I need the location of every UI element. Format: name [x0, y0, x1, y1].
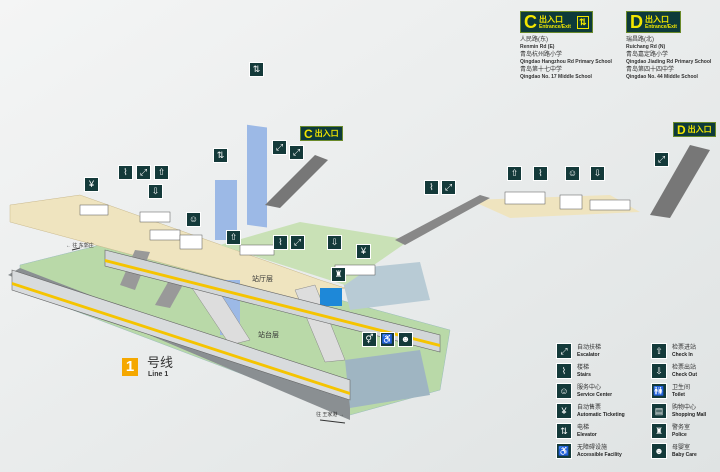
escalator-icon: ⤢: [136, 165, 151, 180]
stairs-icon: ⌇: [556, 363, 572, 379]
legend-label-en: Check Out: [672, 371, 698, 378]
elevator-icon: ⇅: [213, 148, 228, 163]
baby-care-icon: ☻: [651, 443, 667, 459]
legend-label-zh: 母婴室: [672, 444, 691, 451]
police-icon: ♜: [331, 267, 346, 282]
stairs-icon: ⌇: [118, 165, 133, 180]
legend-label-en: Automatic Ticketing: [577, 411, 625, 418]
legend-label-en: Toilet: [672, 391, 685, 398]
check-in-icon: ⇧: [651, 343, 667, 359]
legend-label-en: Escalator: [577, 351, 600, 358]
escalator-icon: ⤢: [441, 180, 456, 195]
service-center-icon: ☺: [186, 212, 201, 227]
concourse-level-label: 站厅层: [252, 276, 273, 283]
escalator: [395, 195, 490, 245]
shopping-mall-icon: ▤: [651, 403, 667, 419]
escalator-icon: ⤢: [556, 343, 572, 359]
legend-label-zh: 自动扶梯: [577, 344, 602, 351]
accessible-icon: ♿: [556, 443, 572, 459]
check-out-icon: ⇩: [327, 235, 342, 250]
check-in-icon: ⇧: [154, 165, 169, 180]
legend-label-en: Check In: [672, 351, 693, 358]
legend-label-zh: 无障碍设施: [577, 444, 608, 451]
legend-label-en: Baby Care: [672, 451, 697, 458]
legend-label-zh: 检票出站: [672, 364, 697, 371]
legend-label-en: Stairs: [577, 371, 591, 378]
elevator-shaft: [247, 124, 267, 228]
escalator-icon: ⤢: [289, 145, 304, 160]
direction-west-label: ← 往 东郭庄: [66, 243, 94, 249]
legend-label-en: Accessible Facility: [577, 451, 622, 458]
elevator-icon: ⇅: [576, 15, 589, 29]
service-center-icon: ☺: [556, 383, 572, 399]
police-box: [320, 288, 342, 306]
concourse-floor: [9, 194, 346, 301]
building-block: [345, 350, 430, 408]
escalator: [650, 145, 710, 218]
stairs-icon: ⌇: [273, 235, 288, 250]
fare-gates: [79, 191, 631, 276]
escalator-icon: ⤢: [272, 140, 287, 155]
check-out-icon: ⇩: [651, 363, 667, 379]
line-name-en: Line 1: [148, 371, 169, 378]
toilet-icon: ⚥: [362, 332, 377, 347]
train-front: [11, 269, 351, 401]
service-center-icon: ☺: [565, 166, 580, 181]
legend-label-zh: 服务中心: [577, 384, 602, 391]
legend-label-zh: 购物中心: [672, 404, 697, 411]
ticket-machine-icon: ¥: [84, 177, 99, 192]
escalator: [265, 155, 328, 208]
legend-label-en: Shopping Mall: [672, 411, 707, 418]
toilet-icon: 🚻: [651, 383, 667, 399]
escalator-icon: ⤢: [290, 235, 305, 250]
legend-label-en: Elevator: [577, 431, 597, 438]
check-out-icon: ⇩: [590, 166, 605, 181]
elevator-icon: ⇅: [556, 423, 572, 439]
ticket-machine-icon: ¥: [556, 403, 572, 419]
elevator-shaft: [215, 180, 237, 240]
stairs-icon: ⌇: [533, 166, 548, 181]
police-icon: ♜: [651, 423, 667, 439]
line-badge: 1: [122, 358, 138, 376]
check-out-icon: ⇩: [148, 184, 163, 199]
train-back: [104, 249, 441, 353]
escalator-icon: ⤢: [654, 152, 669, 167]
legend-label-zh: 检票进站: [672, 344, 697, 351]
legend-label-zh: 卫生间: [672, 384, 691, 391]
stairs-icon: ⌇: [424, 180, 439, 195]
line-name-zh: 号线: [147, 355, 174, 370]
legend-label-zh: 电梯: [577, 424, 590, 431]
legend-label-zh: 楼梯: [577, 364, 590, 371]
ticket-machine-icon: ¥: [356, 244, 371, 259]
check-in-icon: ⇧: [226, 230, 241, 245]
legend-label-en: Police: [672, 431, 687, 438]
accessible-icon: ♿: [380, 332, 395, 347]
platform-level-label: 站台层: [258, 332, 279, 339]
check-in-icon: ⇧: [507, 166, 522, 181]
legend-label-zh: 自动售票: [577, 404, 602, 411]
legend-label-zh: 警务室: [672, 424, 691, 431]
elevator-icon: ⇅: [249, 62, 264, 77]
direction-east-label: 往 王家港 →: [316, 412, 344, 418]
baby-care-icon: ☻: [398, 332, 413, 347]
legend-label-en: Service Center: [577, 391, 613, 398]
